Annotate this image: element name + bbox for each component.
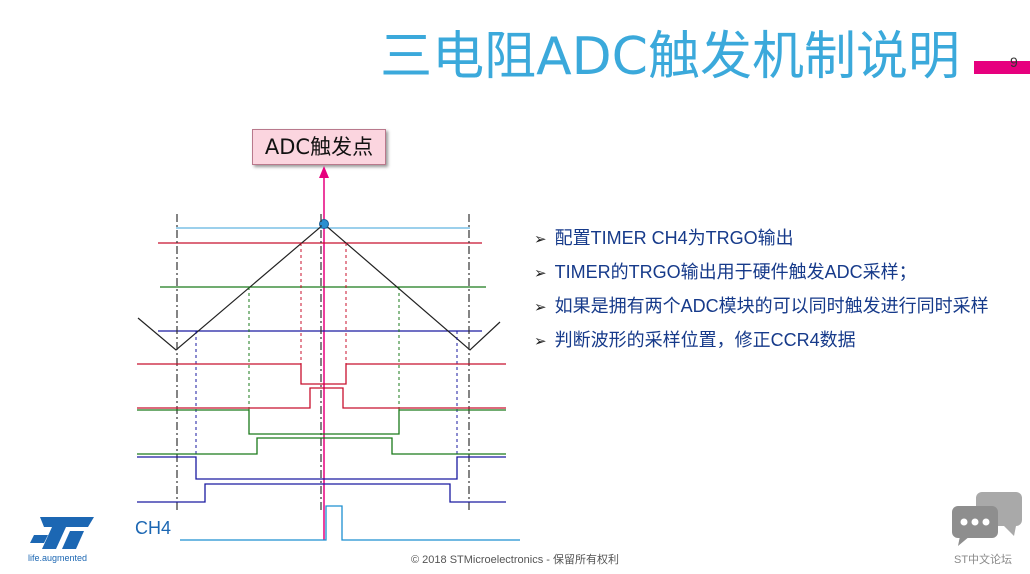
red-phase-bottom [137,387,506,409]
adc-trigger-label: ADC触发点 [252,129,386,165]
bullet-text: 如果是拥有两个ADC模块的可以同时触发进行同时采样 [554,296,989,316]
green-phase-bottom [137,437,506,455]
ch4-label: CH4 [135,518,172,538]
ch4-pulse [180,505,520,541]
bullet-list: ➢ 配置TIMER CH4为TRGO输出 ➢ TIMER的TRGO输出用于硬件触发A… [534,222,989,358]
bullet-item: ➢ 判断波形的采样位置，修正CCR4数据 [534,324,989,358]
page-accent-bar [974,61,1030,74]
bullet-item: ➢ TIMER的TRGO输出用于硬件触发ADC采样； [534,256,989,290]
bullet-text: 判断波形的采样位置，修正CCR4数据 [554,330,856,350]
bullet-text: 配置TIMER CH4为TRGO输出 [554,228,794,248]
page-number: 9 [1010,54,1018,70]
peak-point [319,219,329,229]
chat-bubble-icon [952,492,1022,546]
st-logo-icon [30,517,94,549]
slide-title: 三电阻ADC触发机制说明 [380,27,960,87]
red-phase-top [137,363,506,385]
forum-label: ST中文论坛 [954,554,1013,566]
arrow-bullet-icon: ➢ [534,265,547,282]
arrow-bullet-icon: ➢ [534,333,547,350]
footer-copyright: © 2018 STMicroelectronics - 保留所有权利 [411,554,619,566]
bullet-item: ➢ 如果是拥有两个ADC模块的可以同时触发进行同时采样 [534,290,989,324]
trigger-arrowhead [319,166,329,178]
logo-tagline: life.augmented [28,553,88,563]
bullet-item: ➢ 配置TIMER CH4为TRGO输出 [534,222,989,256]
arrow-bullet-icon: ➢ [534,231,547,248]
blue-phase-top [137,456,506,480]
blue-phase-bottom [137,483,506,503]
green-phase-top [137,409,506,435]
pwm-timing-diagram [137,166,520,541]
arrow-bullet-icon: ➢ [534,299,547,316]
bullet-text: TIMER的TRGO输出用于硬件触发ADC采样； [554,262,917,282]
